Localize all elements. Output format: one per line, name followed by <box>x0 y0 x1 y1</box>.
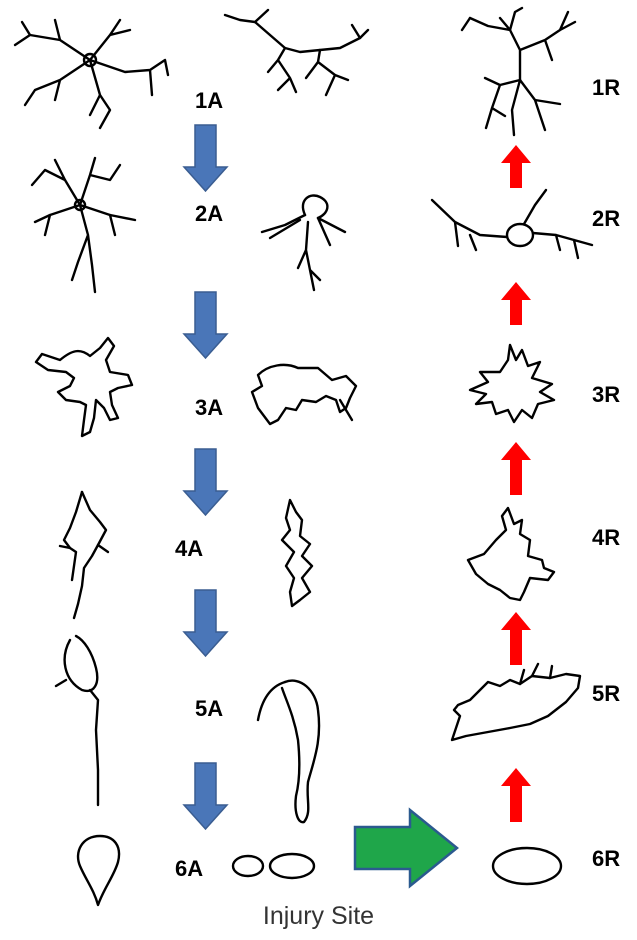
cell-2r <box>432 190 592 258</box>
cell-6a-right <box>270 854 314 878</box>
stage-label-4r: 4R <box>592 527 620 549</box>
activation-arrow <box>184 292 227 358</box>
stage-label-3r: 3R <box>592 384 620 406</box>
stage-label-6a: 6A <box>175 858 203 880</box>
cell-1a-right <box>225 10 368 95</box>
activation-arrow <box>184 590 227 656</box>
cell-3a-right <box>252 365 356 424</box>
activation-arrow <box>184 449 227 515</box>
recovery-arrow <box>501 145 531 188</box>
cell-4r <box>468 508 554 600</box>
recovery-arrow <box>501 282 531 325</box>
cell-3r <box>470 345 554 422</box>
cell-5r <box>452 664 580 740</box>
stage-label-5a: 5A <box>195 698 223 720</box>
cell-6a-mid <box>233 856 263 876</box>
stage-label-1a: 1A <box>195 90 223 112</box>
stage-label-1r: 1R <box>592 77 620 99</box>
cell-2a-left <box>32 158 135 292</box>
cell-6r <box>493 848 561 884</box>
stage-label-6r: 6R <box>592 848 620 870</box>
recovery-arrow <box>501 442 531 495</box>
cell-1r <box>462 8 575 135</box>
transition-arrow <box>355 810 457 886</box>
cell-2a-right <box>262 196 345 290</box>
cell-1a-left <box>15 20 168 128</box>
cell-5a-right <box>258 681 319 823</box>
cell-4a-left <box>60 492 108 618</box>
cell-5a-left <box>56 636 98 805</box>
cell-6a-left <box>78 836 119 905</box>
recovery-arrow <box>501 768 531 822</box>
stage-label-3a: 3A <box>195 397 223 419</box>
stage-label-4a: 4A <box>175 538 203 560</box>
activation-arrow <box>184 763 227 829</box>
activation-arrow <box>184 125 227 191</box>
stage-label-2r: 2R <box>592 208 620 230</box>
cell-4a-right <box>282 500 312 606</box>
recovery-arrow <box>501 612 531 665</box>
injury-site-caption: Injury Site <box>0 902 637 931</box>
activation-arrows <box>184 125 227 829</box>
stage-label-5r: 5R <box>592 683 620 705</box>
cell-3a-left <box>36 338 132 436</box>
stage-label-2a: 2A <box>195 203 223 225</box>
